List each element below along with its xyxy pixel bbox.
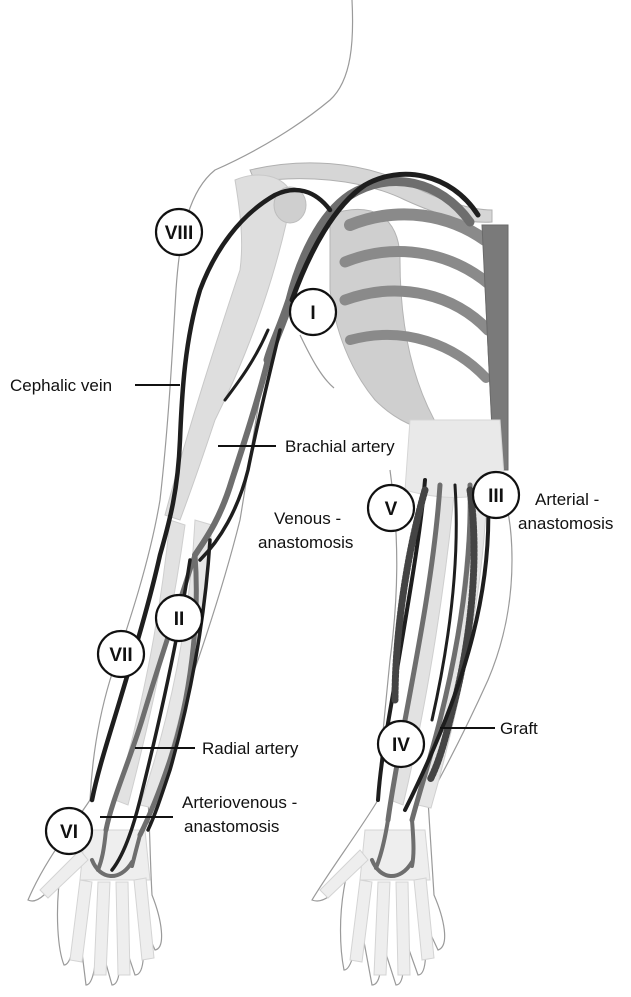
label-arteriovenous-2: anastomosis (184, 817, 279, 836)
marker-i: I (290, 289, 336, 335)
right-arm-vessels (372, 480, 488, 876)
marker-vii: VII (98, 631, 144, 677)
marker-vi: VI (46, 808, 92, 854)
marker-iii: III (473, 472, 519, 518)
marker-vii-text: VII (109, 645, 132, 666)
label-cephalic-vein: Cephalic vein (10, 376, 112, 395)
label-radial-artery: Radial artery (202, 739, 299, 758)
marker-i-text: I (310, 303, 315, 324)
skeleton (40, 163, 508, 975)
label-venous-2: anastomosis (258, 533, 353, 552)
marker-iv-text: IV (392, 735, 410, 756)
marker-ii: II (156, 595, 202, 641)
label-venous-1: Venous - (274, 509, 341, 528)
marker-ii-text: II (174, 609, 185, 630)
marker-v-text: V (385, 499, 398, 520)
label-brachial-artery: Brachial artery (285, 437, 395, 456)
marker-iv: IV (378, 721, 424, 767)
marker-vi-text: VI (60, 822, 78, 843)
marker-iii-text: III (488, 486, 504, 507)
marker-viii-text: VIII (165, 223, 194, 244)
marker-v: V (368, 485, 414, 531)
label-arteriovenous-1: Arteriovenous - (182, 793, 297, 812)
marker-viii: VIII (156, 209, 202, 255)
label-arterial-2: anastomosis (518, 514, 613, 533)
label-graft: Graft (500, 719, 538, 738)
label-arterial-1: Arterial - (535, 490, 599, 509)
